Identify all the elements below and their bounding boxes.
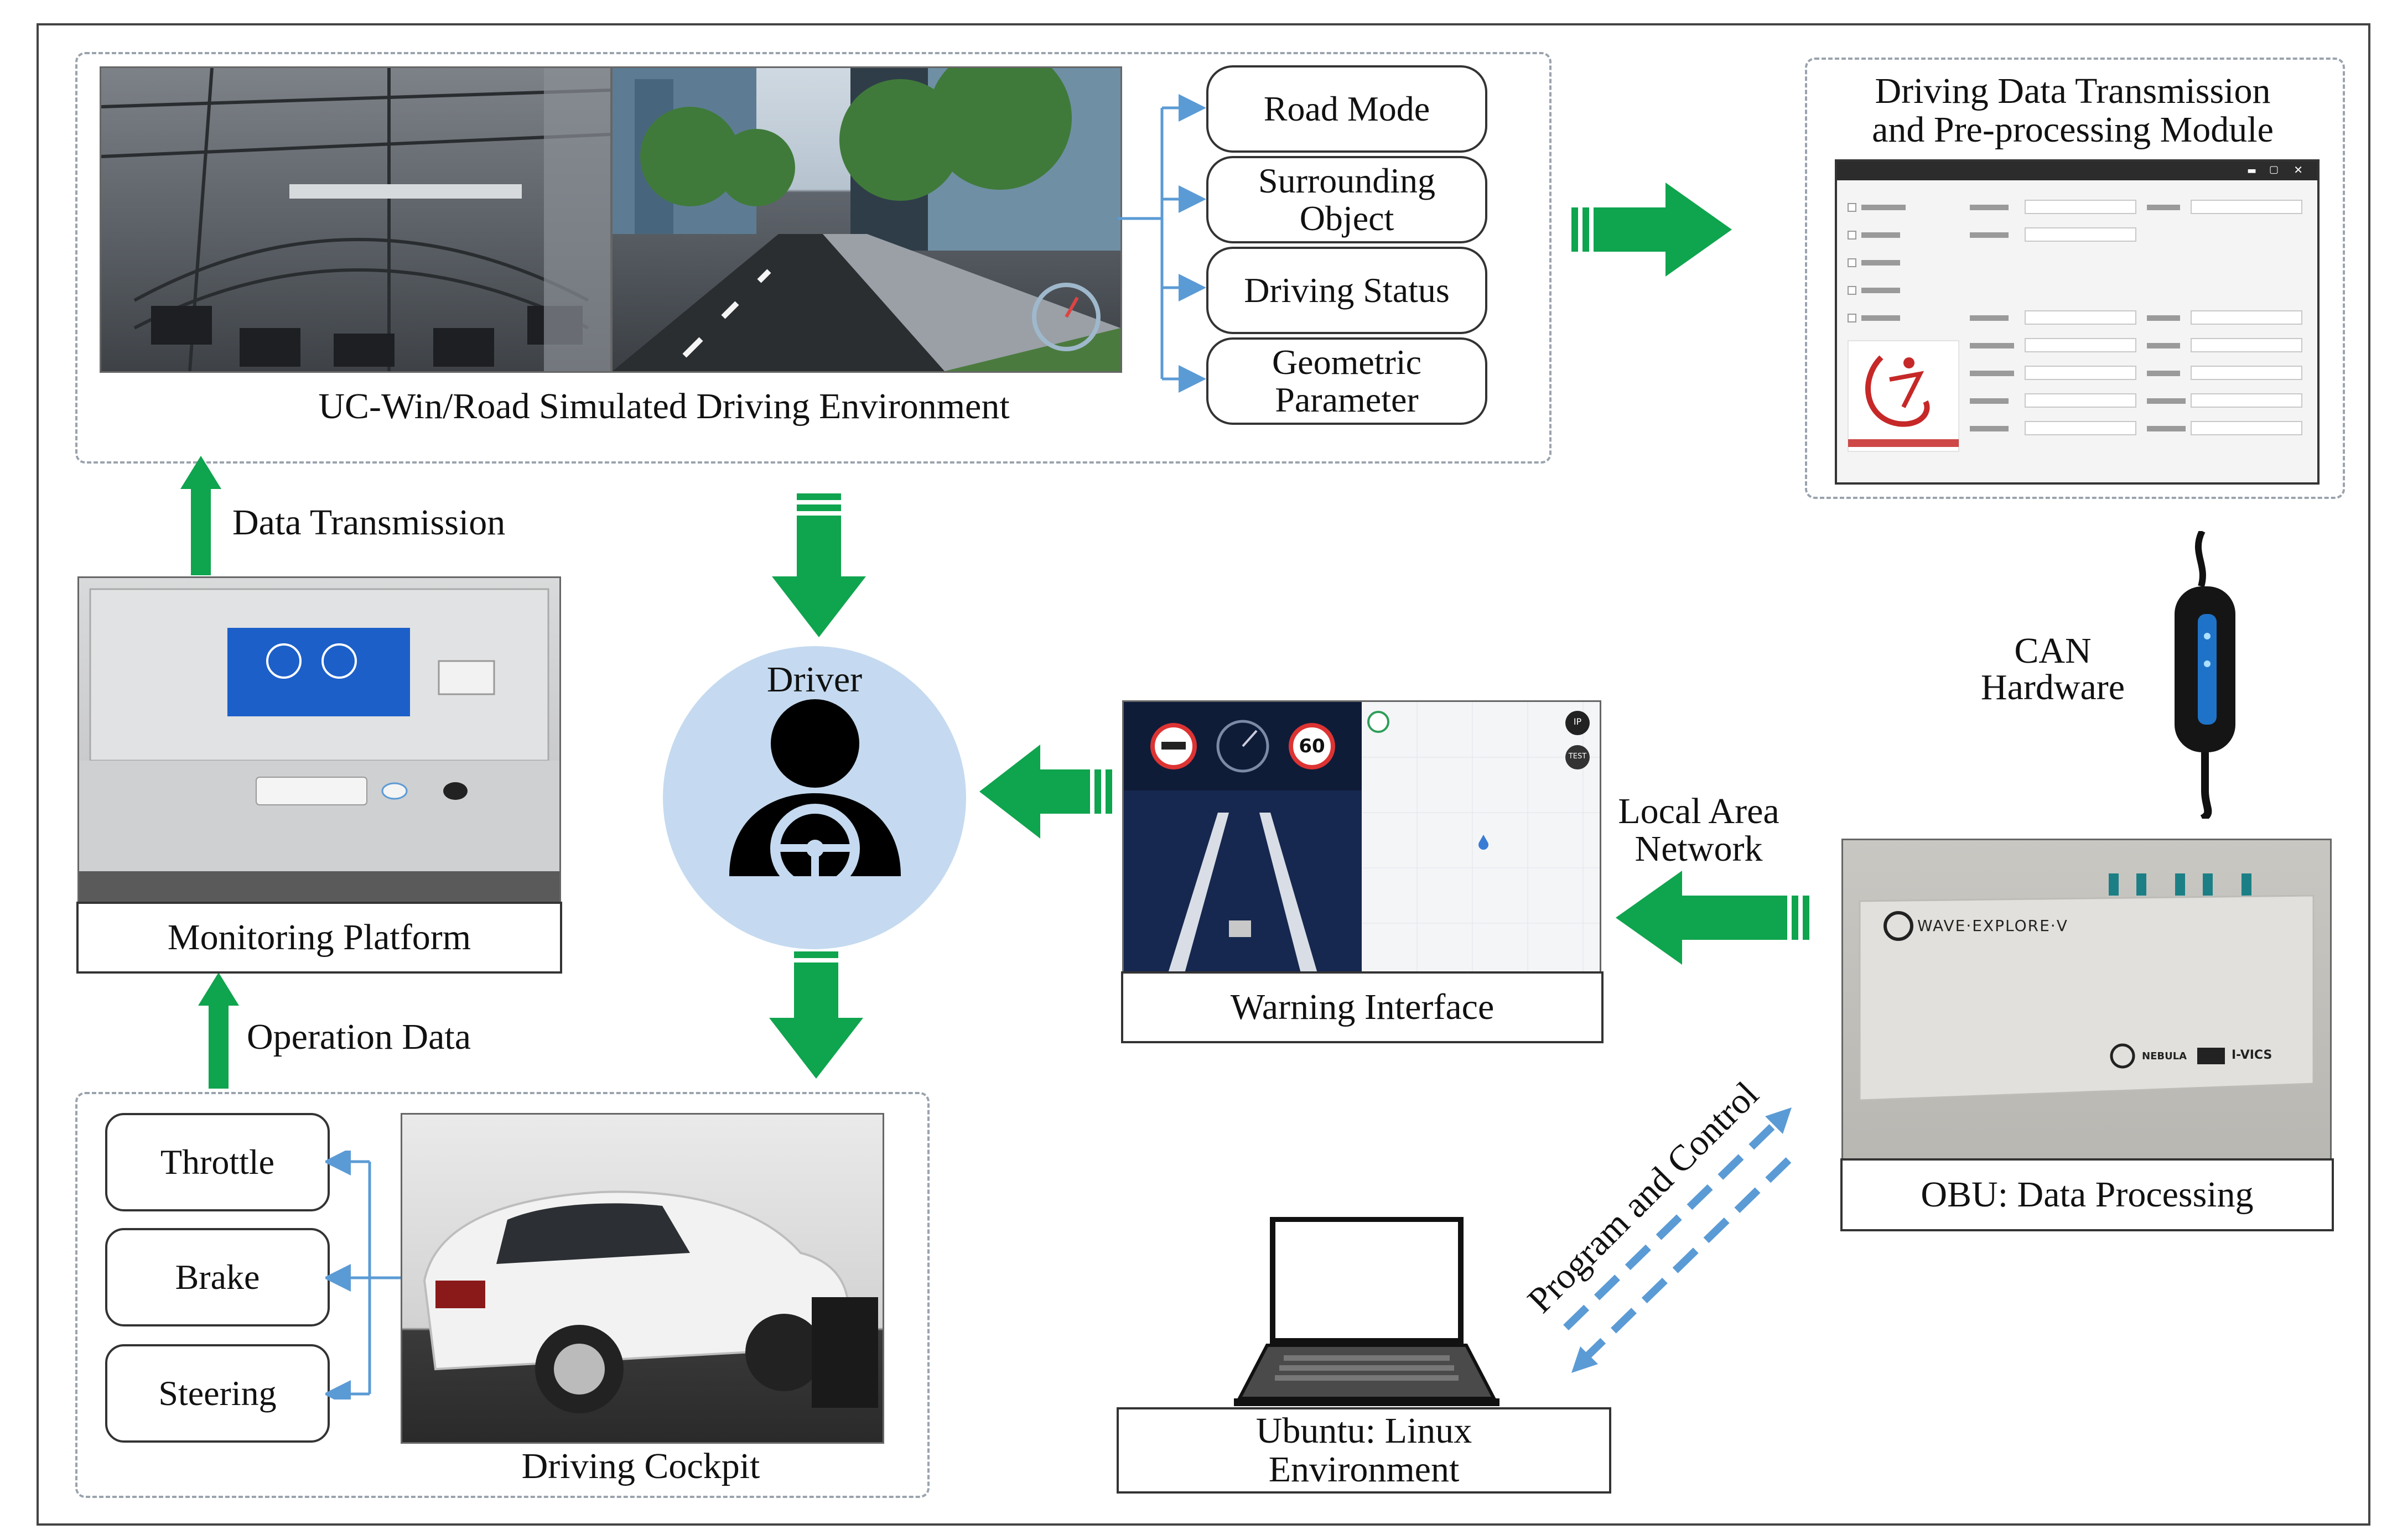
output-geometric-parameter-label: Geometric Parameter bbox=[1272, 342, 1422, 419]
monitoring-console-illustration bbox=[79, 588, 559, 903]
label-data-transmission: Data Transmission bbox=[232, 502, 506, 543]
label-lan-line2: Network bbox=[1635, 829, 1763, 869]
can-hardware-device bbox=[2175, 531, 2235, 819]
input-steering: Steering bbox=[105, 1344, 330, 1443]
badge-ip: IP bbox=[1573, 716, 1582, 727]
transmission-module-title-1: Driving Data Transmission bbox=[1875, 71, 2271, 111]
arrow-warning-to-driver bbox=[979, 745, 1112, 839]
ubuntu-line2: Environment bbox=[1268, 1449, 1460, 1490]
outer-frame bbox=[37, 23, 2370, 1526]
output-geometric-parameter: Geometric Parameter bbox=[1206, 337, 1487, 425]
window-form-fields bbox=[1848, 200, 2302, 452]
ubuntu-line1: Ubuntu: Linux bbox=[1255, 1411, 1472, 1451]
obu-brand-text: WAVE·EXPLORE·V bbox=[1917, 917, 2068, 935]
window-close-icon: ✕ bbox=[2294, 163, 2303, 176]
window-maximize-icon: ▢ bbox=[2269, 164, 2279, 175]
arrow-operation-data-up bbox=[198, 972, 239, 1089]
output-driving-status: Driving Status bbox=[1206, 247, 1487, 334]
arrow-sim-to-driver bbox=[772, 493, 866, 637]
input-brake: Brake bbox=[105, 1228, 330, 1326]
driving-cockpit-panel bbox=[75, 1092, 930, 1498]
laptop-icon bbox=[1234, 1217, 1499, 1406]
badge-test: TEST bbox=[1568, 752, 1587, 761]
arrow-driver-to-cockpit bbox=[769, 940, 863, 1079]
driver-icon bbox=[729, 699, 901, 882]
cockpit-car-illustration bbox=[423, 1190, 878, 1413]
cockpit-input-connectors bbox=[325, 1151, 403, 1399]
window-minimize-icon: ▬ bbox=[2246, 165, 2256, 176]
simulation-caption: UC-Win/Road Simulated Driving Environmen… bbox=[318, 386, 1010, 426]
road-scene-screenshot bbox=[611, 66, 1122, 373]
warning-interface-box: Warning Interface bbox=[1121, 971, 1604, 1043]
label-can-line1: CAN bbox=[2014, 631, 2092, 671]
obu-logo-nebula: NEBULA bbox=[2142, 1050, 2187, 1062]
speed-limit-value: 60 bbox=[1299, 735, 1325, 757]
obu-logo-ivics: I-VICS bbox=[2232, 1048, 2272, 1062]
cockpit-car-photo bbox=[401, 1113, 884, 1444]
cockpit-caption: Driving Cockpit bbox=[521, 1446, 760, 1486]
preprocessing-software-window: ▬ ▢ ✕ bbox=[1835, 159, 2320, 485]
monitoring-platform-photo bbox=[77, 576, 561, 905]
arrow-obu-to-warning bbox=[1616, 871, 1809, 965]
simulator-rig-illustration bbox=[101, 68, 610, 371]
window-titlebar: ▬ ▢ ✕ bbox=[1837, 162, 2317, 180]
simulation-output-connectors bbox=[1118, 94, 1206, 393]
simulator-room-photo bbox=[100, 66, 612, 373]
transmission-module-title-2: and Pre-processing Module bbox=[1872, 110, 2274, 150]
warning-screen-illustration bbox=[1124, 702, 1600, 973]
program-control-arrows bbox=[1563, 1107, 1801, 1373]
output-surrounding-object-label: Surrounding Object bbox=[1258, 161, 1435, 238]
obu-box: OBU: Data Processing bbox=[1840, 1158, 2334, 1231]
label-lan-line1: Local Area bbox=[1618, 791, 1779, 831]
output-surrounding-object: Surrounding Object bbox=[1206, 156, 1487, 243]
obu-device-photo: WAVE·EXPLORE·V NEBULA I-VICS bbox=[1841, 839, 2332, 1162]
label-can-line2: Hardware bbox=[1980, 667, 2125, 707]
output-road-mode: Road Mode bbox=[1206, 65, 1487, 153]
road-scene-illustration bbox=[613, 68, 1120, 371]
arrow-data-transmission-up bbox=[180, 456, 221, 575]
input-throttle: Throttle bbox=[105, 1113, 330, 1211]
obu-device-illustration bbox=[1859, 873, 2315, 1101]
label-operation-data: Operation Data bbox=[247, 1017, 471, 1057]
ubuntu-box: Ubuntu: Linux Environment bbox=[1117, 1407, 1611, 1494]
arrow-sim-to-module bbox=[1571, 183, 1732, 277]
monitoring-platform-box: Monitoring Platform bbox=[76, 902, 562, 974]
warning-interface-screenshot: 60 IP TEST bbox=[1122, 700, 1601, 975]
simulation-panel bbox=[75, 52, 1552, 464]
transmission-module-panel bbox=[1805, 58, 2345, 499]
driver-label: Driver bbox=[766, 659, 863, 700]
